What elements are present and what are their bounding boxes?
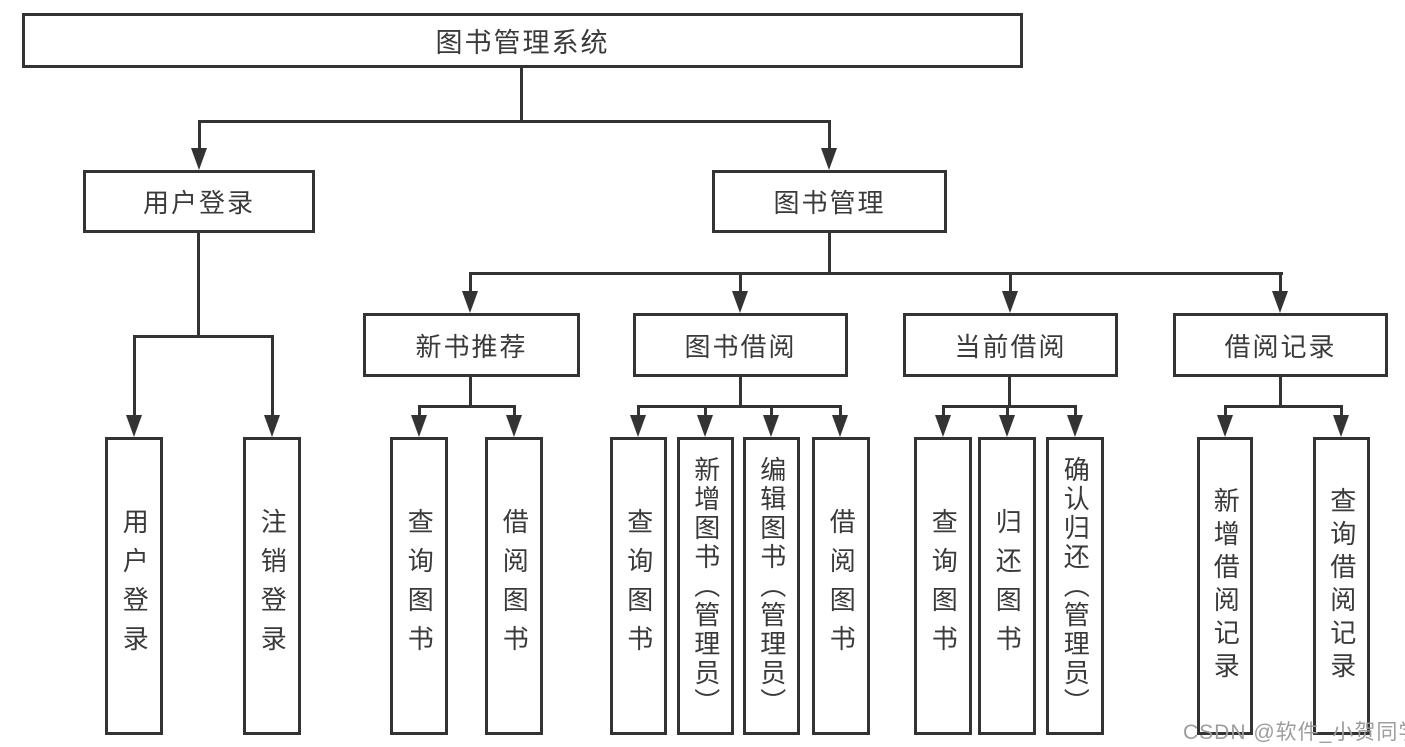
arrow-down-icon (506, 415, 522, 437)
connector-line (1074, 405, 1077, 416)
node-library-management-system: 图书管理系统 (22, 13, 1023, 68)
leaf-query-books: 查询图书 (610, 437, 667, 735)
node-label: 图书管理系统 (435, 28, 610, 58)
arrow-down-icon (462, 291, 478, 313)
arrow-down-icon (732, 291, 748, 313)
leaf-label: 用户登录 (119, 508, 150, 664)
leaf-label: 查询借阅记录 (1326, 487, 1357, 685)
leaf-label: 注销登录 (257, 508, 288, 664)
leaf-label: 确认归还（管理员） (1060, 455, 1091, 717)
leaf-user-login: 用户登录 (105, 437, 163, 735)
connector-line (469, 272, 1283, 275)
leaf-label: 借阅图书 (499, 508, 530, 664)
arrow-down-icon (832, 415, 848, 437)
connector-line (828, 233, 831, 272)
leaf-query-books: 查询图书 (390, 437, 448, 735)
connector-line (637, 405, 842, 408)
node-book-borrowing: 图书借阅 (633, 313, 848, 377)
connector-line (1224, 405, 1343, 408)
connector-line (520, 68, 523, 120)
arrow-down-icon (1272, 291, 1288, 313)
connector-line (469, 377, 472, 405)
arrow-down-icon (630, 415, 646, 437)
arrow-down-icon (935, 415, 951, 437)
arrow-down-icon (126, 415, 142, 437)
leaf-return-books: 归还图书 (978, 437, 1036, 735)
connector-line (197, 233, 200, 335)
arrow-down-icon (999, 415, 1015, 437)
node-current-borrowing: 当前借阅 (903, 313, 1118, 377)
leaf-borrow-books: 借阅图书 (812, 437, 870, 735)
connector-line (942, 405, 945, 416)
connector-line (1340, 405, 1343, 416)
connector-line (469, 272, 472, 292)
arrow-down-icon (264, 415, 280, 437)
arrow-down-icon (697, 415, 713, 437)
leaf-add-books-admin: 新增图书（管理员） (677, 437, 734, 735)
connector-line (704, 405, 707, 416)
arrow-down-icon (763, 415, 779, 437)
connector-line (1009, 272, 1012, 292)
node-new-book-recommend: 新书推荐 (363, 313, 580, 377)
connector-line (133, 335, 274, 338)
leaf-label: 新增借阅记录 (1210, 487, 1241, 685)
connector-line (637, 405, 640, 416)
csdn-watermark: CSDN @软件_小贺同学 (1183, 721, 1405, 744)
connector-line (198, 120, 831, 123)
connector-line (828, 120, 831, 150)
leaf-edit-books-admin: 编辑图书（管理员） (743, 437, 800, 735)
connector-line (1006, 405, 1009, 416)
leaf-label: 借阅图书 (826, 508, 857, 664)
connector-line (739, 377, 742, 405)
node-label: 借阅记录 (1224, 331, 1337, 362)
connector-line (1008, 377, 1011, 405)
node-label: 图书管理 (773, 188, 886, 218)
connector-line (133, 335, 136, 416)
arrow-down-icon (821, 148, 837, 170)
node-borrow-records: 借阅记录 (1173, 313, 1388, 377)
leaf-label: 编辑图书（管理员） (756, 455, 787, 717)
node-book-management: 图书管理 (712, 170, 947, 233)
connector-line (418, 405, 421, 416)
leaf-label: 归还图书 (992, 508, 1023, 664)
node-label: 图书借阅 (684, 331, 797, 362)
connector-line (739, 272, 742, 292)
arrow-down-icon (1217, 415, 1233, 437)
leaf-query-borrow-record: 查询借阅记录 (1313, 437, 1370, 735)
node-label: 新书推荐 (415, 331, 528, 362)
connector-line (271, 335, 274, 416)
leaf-label: 查询图书 (404, 508, 435, 664)
arrow-down-icon (1333, 415, 1349, 437)
node-label: 当前借阅 (954, 331, 1067, 362)
arrow-down-icon (1067, 415, 1083, 437)
connector-line (839, 405, 842, 416)
connector-line (198, 120, 201, 150)
leaf-label: 新增图书（管理员） (690, 455, 721, 717)
connector-line (1224, 405, 1227, 416)
connector-line (1279, 272, 1282, 292)
leaf-label: 查询图书 (623, 508, 654, 664)
connector-line (1279, 377, 1282, 405)
leaf-borrow-books: 借阅图书 (485, 437, 543, 735)
node-user-login: 用户登录 (83, 170, 315, 233)
leaf-label: 查询图书 (928, 508, 959, 664)
connector-line (418, 405, 516, 408)
leaf-add-borrow-record: 新增借阅记录 (1197, 437, 1253, 735)
leaf-query-books: 查询图书 (914, 437, 972, 735)
connector-line (513, 405, 516, 416)
connector-line (770, 405, 773, 416)
leaf-confirm-return-admin: 确认归还（管理员） (1046, 437, 1104, 735)
connector-line (942, 405, 1077, 408)
arrow-down-icon (411, 415, 427, 437)
node-label: 用户登录 (142, 188, 255, 218)
arrow-down-icon (191, 148, 207, 170)
arrow-down-icon (1002, 291, 1018, 313)
leaf-logout: 注销登录 (243, 437, 301, 735)
